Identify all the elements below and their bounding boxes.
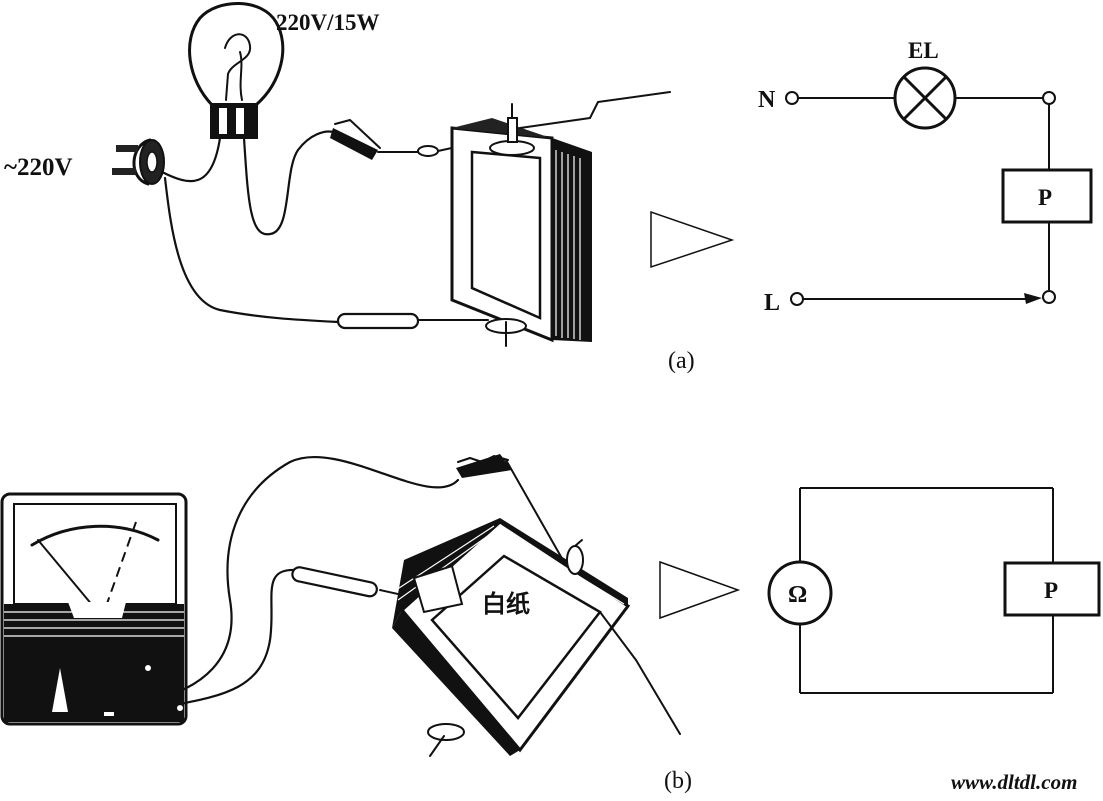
mains-plug: [112, 138, 165, 186]
white-paper-tape: [412, 564, 464, 614]
schematic-b: [767, 487, 1101, 694]
wire-plug-to-probe: [163, 176, 340, 324]
device-p-label-b: P: [1044, 578, 1058, 603]
meter-lead-to-probe: [168, 568, 298, 708]
device-p-box-b: [1003, 561, 1101, 617]
panel-a: ~220V 220V/15W: [4, 2, 1093, 374]
ohmmeter-label: Ω: [788, 582, 807, 608]
wire-bulb-to-clip: [242, 130, 335, 236]
test-probe-a: [336, 312, 489, 330]
multimeter: [0, 492, 188, 726]
node-l-label: L: [764, 290, 780, 316]
white-paper-label: 白纸: [482, 590, 530, 618]
schematic-a: [785, 66, 1093, 306]
lamp-el-label: EL: [908, 38, 939, 63]
panel-a-label: (a): [668, 348, 695, 374]
watermark: www.dltdl.com: [951, 770, 1077, 794]
arrow-b: [659, 560, 741, 620]
alligator-clip-a: [330, 119, 471, 160]
arrow-a: [650, 210, 735, 269]
transformer-core-b: [392, 518, 681, 757]
device-p-box-a: [1001, 168, 1093, 224]
light-bulb: [188, 2, 285, 139]
wire-plug-to-bulb: [160, 136, 222, 183]
meter-lead-to-clip: [148, 455, 460, 702]
node-n-label: N: [758, 87, 776, 113]
mains-voltage-label: ~220V: [4, 154, 73, 181]
bulb-rating-label: 220V/15W: [276, 10, 380, 35]
panel-b: 白纸 Ω P (b): [0, 454, 1101, 794]
panel-b-label: (b): [664, 768, 692, 794]
arrow-head-icon: [1024, 293, 1042, 304]
device-p-label-a: P: [1038, 185, 1052, 210]
transformer-core-a: [450, 91, 671, 347]
